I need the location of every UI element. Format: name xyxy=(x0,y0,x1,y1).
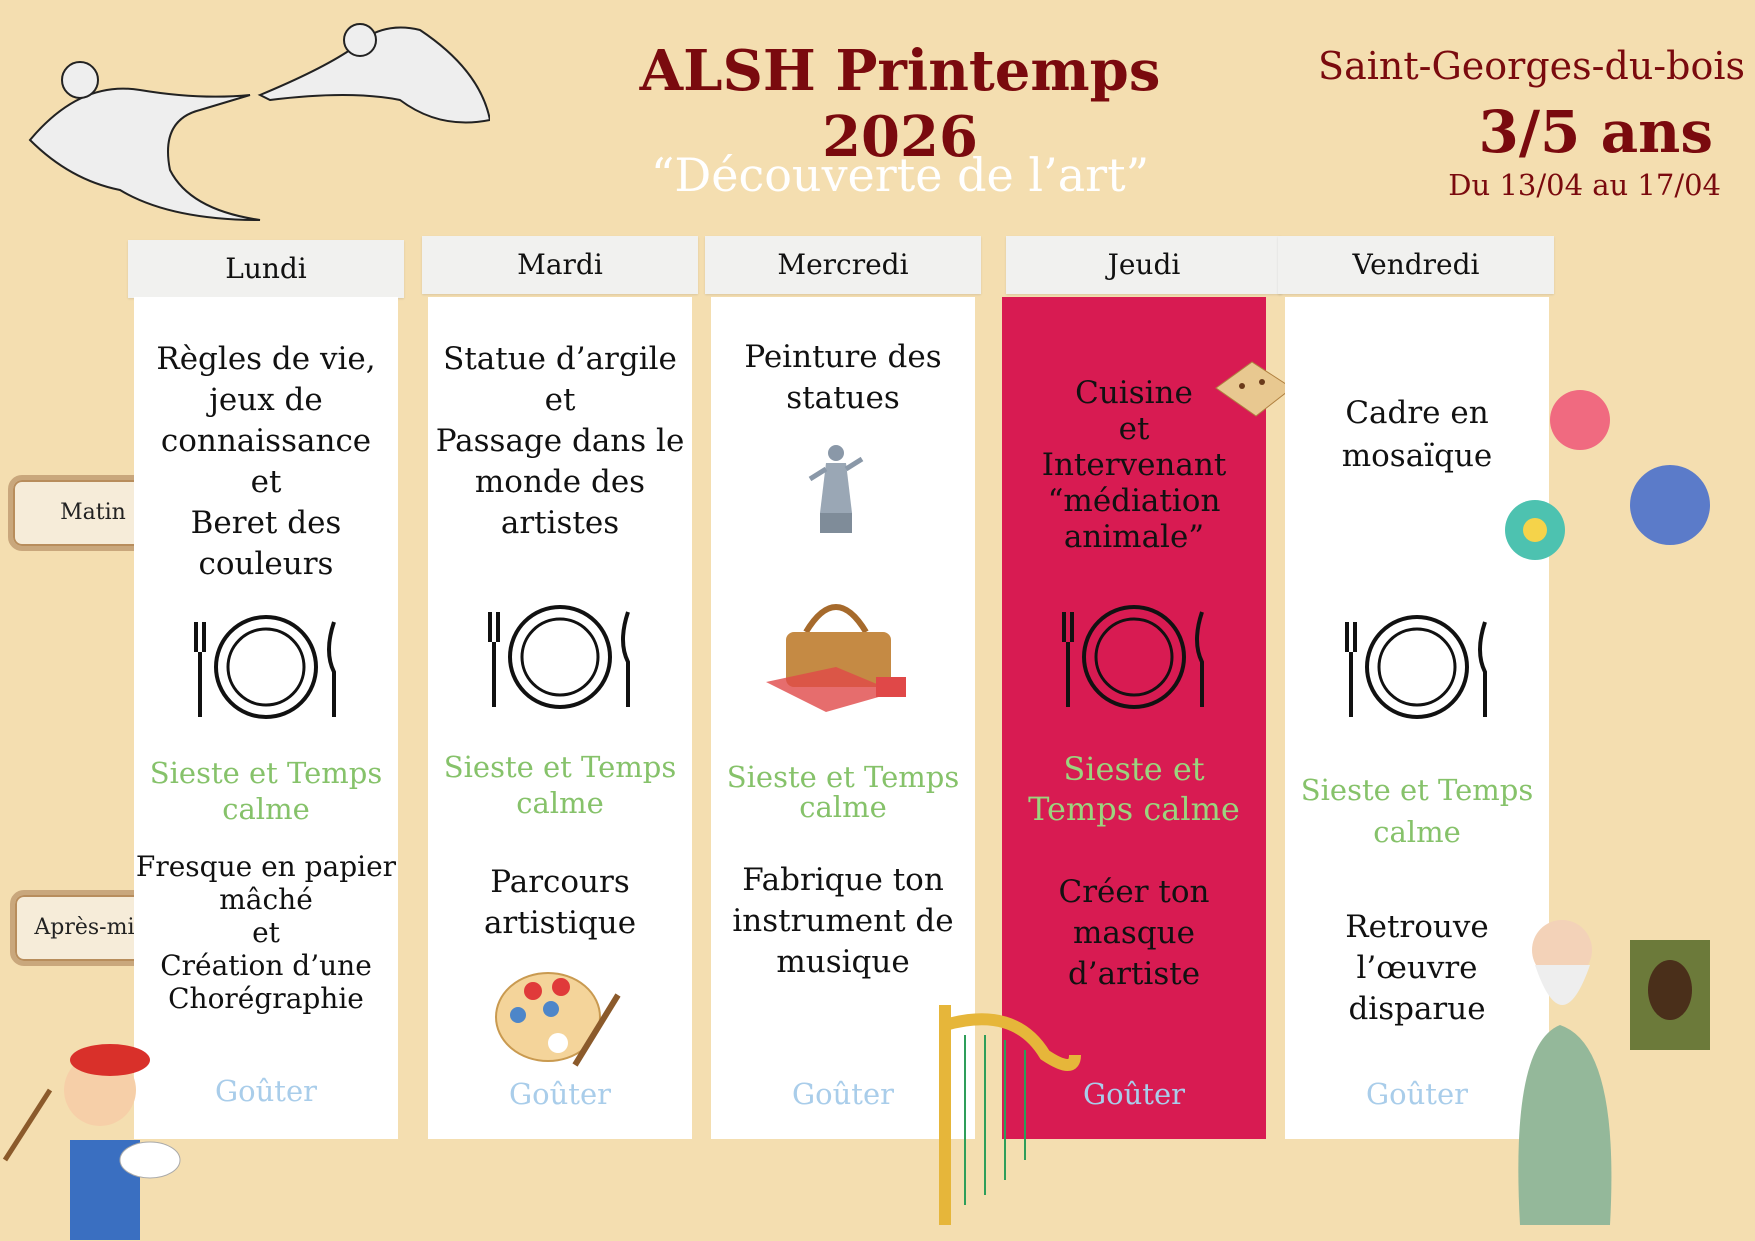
day-header-vendredi: Vendredi xyxy=(1278,236,1554,294)
afternoon-activity: Créer ton masque d’artiste xyxy=(1058,874,1210,992)
day-header-jeudi: Jeudi xyxy=(1006,236,1282,294)
page-title: ALSH Printemps 2026 xyxy=(639,38,1161,170)
morning-activity: Peinture des statues xyxy=(744,339,942,416)
nap-time: Sieste et Temps calme xyxy=(1300,773,1534,849)
afternoon-activity: Retrouve l’œuvre disparue xyxy=(1345,909,1489,1027)
statue-icon xyxy=(808,445,864,533)
town-name: Saint-Georges-du-bois xyxy=(1318,44,1745,88)
day-header-mercredi: Mercredi xyxy=(705,236,981,294)
snack-time: Goûter xyxy=(1366,1077,1468,1111)
nap-time: Sieste et Temps calme xyxy=(149,756,383,826)
plate-cutlery-icon xyxy=(1062,605,1204,709)
snack-time: Goûter xyxy=(792,1077,894,1111)
snack-time: Goûter xyxy=(215,1074,317,1108)
nap-time: Sieste et Temps calme xyxy=(726,760,960,824)
leonardo-mona-lisa-illustration xyxy=(1518,920,1710,1225)
snack-time: Goûter xyxy=(509,1077,611,1111)
plate-cutlery-icon xyxy=(1345,615,1487,719)
date-range: Du 13/04 au 17/04 xyxy=(1448,168,1721,202)
day-column-jeudi: Cuisine et Intervenant “médiation animal… xyxy=(1002,297,1266,1139)
day-header-mardi: Mardi xyxy=(422,236,698,294)
child-painter-illustration xyxy=(2,1044,181,1240)
morning-activity: Statue d’argile et Passage dans le monde… xyxy=(435,341,685,541)
snack-time: Goûter xyxy=(1083,1077,1185,1111)
creation-of-adam-illustration xyxy=(28,23,490,221)
morning-activity: Règles de vie, jeux de connaissance et B… xyxy=(156,341,376,582)
cake-slice-icon xyxy=(1215,361,1293,417)
age-group: 3/5 ans xyxy=(1478,98,1714,166)
afternoon-activity: Fabrique ton instrument de musique xyxy=(732,862,954,980)
paint-palette-icon xyxy=(495,972,621,1067)
harp-icon xyxy=(939,1005,1081,1225)
plate-cutlery-icon xyxy=(488,605,630,709)
nap-time: Sieste et Temps calme xyxy=(443,750,677,820)
afternoon-activity: Fresque en papier mâché et Création d’un… xyxy=(135,850,397,1015)
theme-subtitle: “Découverte de l’art” xyxy=(650,148,1150,202)
day-column-vendredi: Cadre en mosaïque Sieste et Temps calme … xyxy=(1285,297,1549,1139)
morning-activity: Cadre en mosaïque xyxy=(1341,395,1493,474)
day-column-mardi: Statue d’argile et Passage dans le monde… xyxy=(428,297,692,1139)
afternoon-activity: Parcours artistique xyxy=(483,864,637,941)
picnic-basket-icon xyxy=(766,604,906,712)
painted-handprints-icon xyxy=(1505,390,1710,560)
day-header-lundi: Lundi xyxy=(128,240,404,298)
day-column-mercredi: Peinture des statues Sieste et Temps cal… xyxy=(711,297,975,1139)
nap-time: Sieste et Temps calme xyxy=(1028,750,1240,828)
plate-cutlery-icon xyxy=(194,615,336,719)
morning-activity: Cuisine et Intervenant “médiation animal… xyxy=(1041,375,1227,555)
day-column-lundi: Règles de vie, jeux de connaissance et B… xyxy=(134,297,398,1139)
